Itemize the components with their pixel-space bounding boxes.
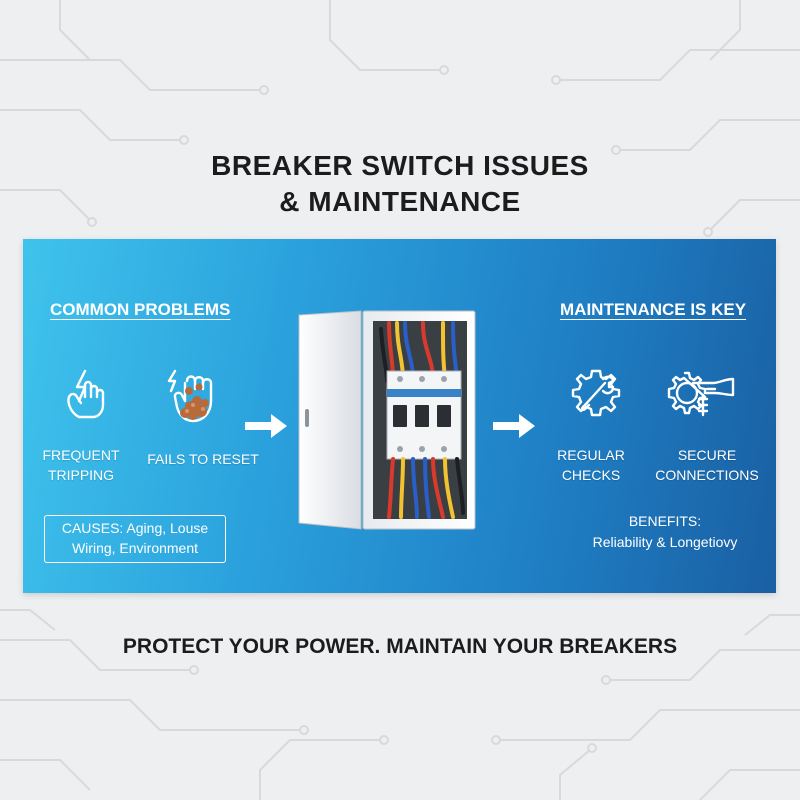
benefits-text: BENEFITS: Reliability & Longetiovy xyxy=(592,513,738,550)
arrow-right-icon-2 xyxy=(493,414,535,438)
info-banner: COMMON PROBLEMS FREQUENT TRIPPING FAIL xyxy=(23,239,776,593)
maintenance-heading: MAINTENANCE IS KEY xyxy=(560,300,747,319)
page-title: BREAKER SWITCH ISSUES & MAINTENANCE xyxy=(0,148,800,220)
gear-wrench-icon xyxy=(571,369,621,417)
hand-lightning-icon xyxy=(67,369,105,419)
fails-to-reset-label: FAILS TO RESET xyxy=(147,451,259,467)
gear-hand-screw-icon xyxy=(667,371,735,417)
secure-connections-label: SECURE CONNECTIONS xyxy=(655,447,759,483)
causes-box: CAUSES: Aging, Louse Wiring, Environment xyxy=(44,515,226,563)
arrow-right-icon xyxy=(245,414,287,438)
tagline: PROTECT YOUR POWER. MAINTAIN YOUR BREAKE… xyxy=(122,635,678,658)
frequent-tripping-label: FREQUENT TRIPPING xyxy=(42,447,120,483)
breaker-panel-illustration xyxy=(298,310,476,530)
common-problems-heading: COMMON PROBLEMS xyxy=(50,300,231,319)
title-line-1: BREAKER SWITCH ISSUES xyxy=(211,150,589,181)
regular-checks-label: REGULAR CHECKS xyxy=(557,447,625,483)
corroded-hand-icon xyxy=(167,369,213,423)
title-line-2: & MAINTENANCE xyxy=(279,186,521,217)
